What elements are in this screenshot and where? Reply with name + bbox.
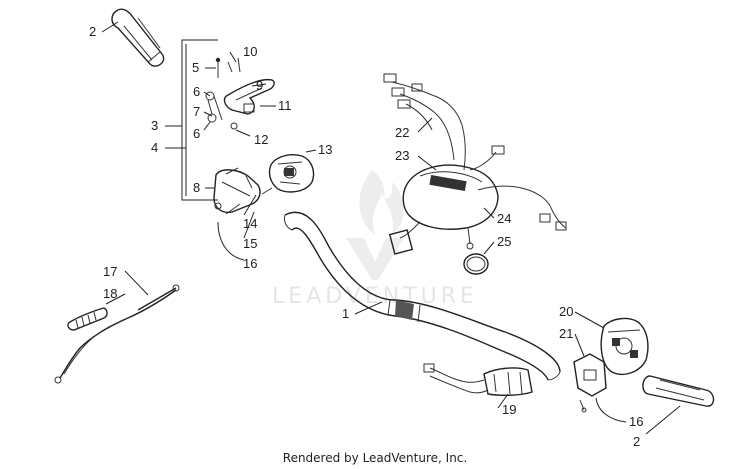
callout-12: 12: [254, 132, 268, 147]
callout-18: 18: [103, 286, 117, 301]
throttle-cable: [54, 284, 180, 384]
callout-16: 16: [629, 414, 643, 429]
watermark-text: LEADVENTURE: [272, 284, 478, 309]
callout-9: 9: [256, 78, 263, 93]
callout-20: 20: [559, 304, 573, 319]
assembly-bracket: [181, 39, 218, 201]
pins-and-fasteners: [205, 57, 241, 130]
callout-19: 19: [502, 402, 516, 417]
watermark: LEADVENTURE: [272, 170, 478, 309]
handlebar: [284, 211, 561, 381]
callout-5: 5: [192, 60, 199, 75]
callout-23: 23: [395, 148, 409, 163]
watermark-v-icon: [346, 238, 404, 280]
mounting-bracket: [573, 353, 607, 413]
callout-6: 6: [193, 84, 200, 99]
switch-harness: [423, 363, 533, 397]
retainer-ring: [463, 253, 489, 275]
callout-6: 6: [193, 126, 200, 141]
callout-8: 8: [193, 180, 200, 195]
right-switch-housing: [600, 317, 649, 376]
callout-22: 22: [395, 125, 409, 140]
callout-25: 25: [497, 234, 511, 249]
callout-3: 3: [151, 118, 158, 133]
callout-10: 10: [243, 44, 257, 59]
callout-17: 17: [103, 264, 117, 279]
callout-13: 13: [318, 142, 332, 157]
wiring-harness: [383, 73, 567, 255]
footer-credit: Rendered by LeadVenture, Inc.: [283, 451, 467, 465]
callout-11: 11: [278, 98, 292, 113]
cable-boot: [67, 307, 108, 331]
callouts: 2 5 10 9 6 11 7 3 6 12 4 13 8 14 15 16 1…: [89, 24, 643, 449]
switch-housing-left: [268, 154, 315, 193]
callout-4: 4: [151, 140, 158, 155]
control-module: [402, 164, 499, 250]
callout-14: 14: [243, 216, 257, 231]
left-control-housing: [213, 167, 273, 215]
callout-21: 21: [559, 326, 573, 341]
callout-7: 7: [193, 104, 200, 119]
callout-15: 15: [243, 236, 257, 251]
callout-24: 24: [497, 211, 511, 226]
callout-2: 2: [89, 24, 96, 39]
callout-16: 16: [243, 256, 257, 271]
left-grip: [111, 8, 165, 67]
brake-lever: [223, 78, 275, 115]
watermark-flame-icon: [359, 170, 404, 235]
callout-2: 2: [633, 434, 640, 449]
leader-lines: [101, 21, 681, 435]
right-grip: [642, 375, 715, 407]
callout-1: 1: [342, 306, 349, 321]
